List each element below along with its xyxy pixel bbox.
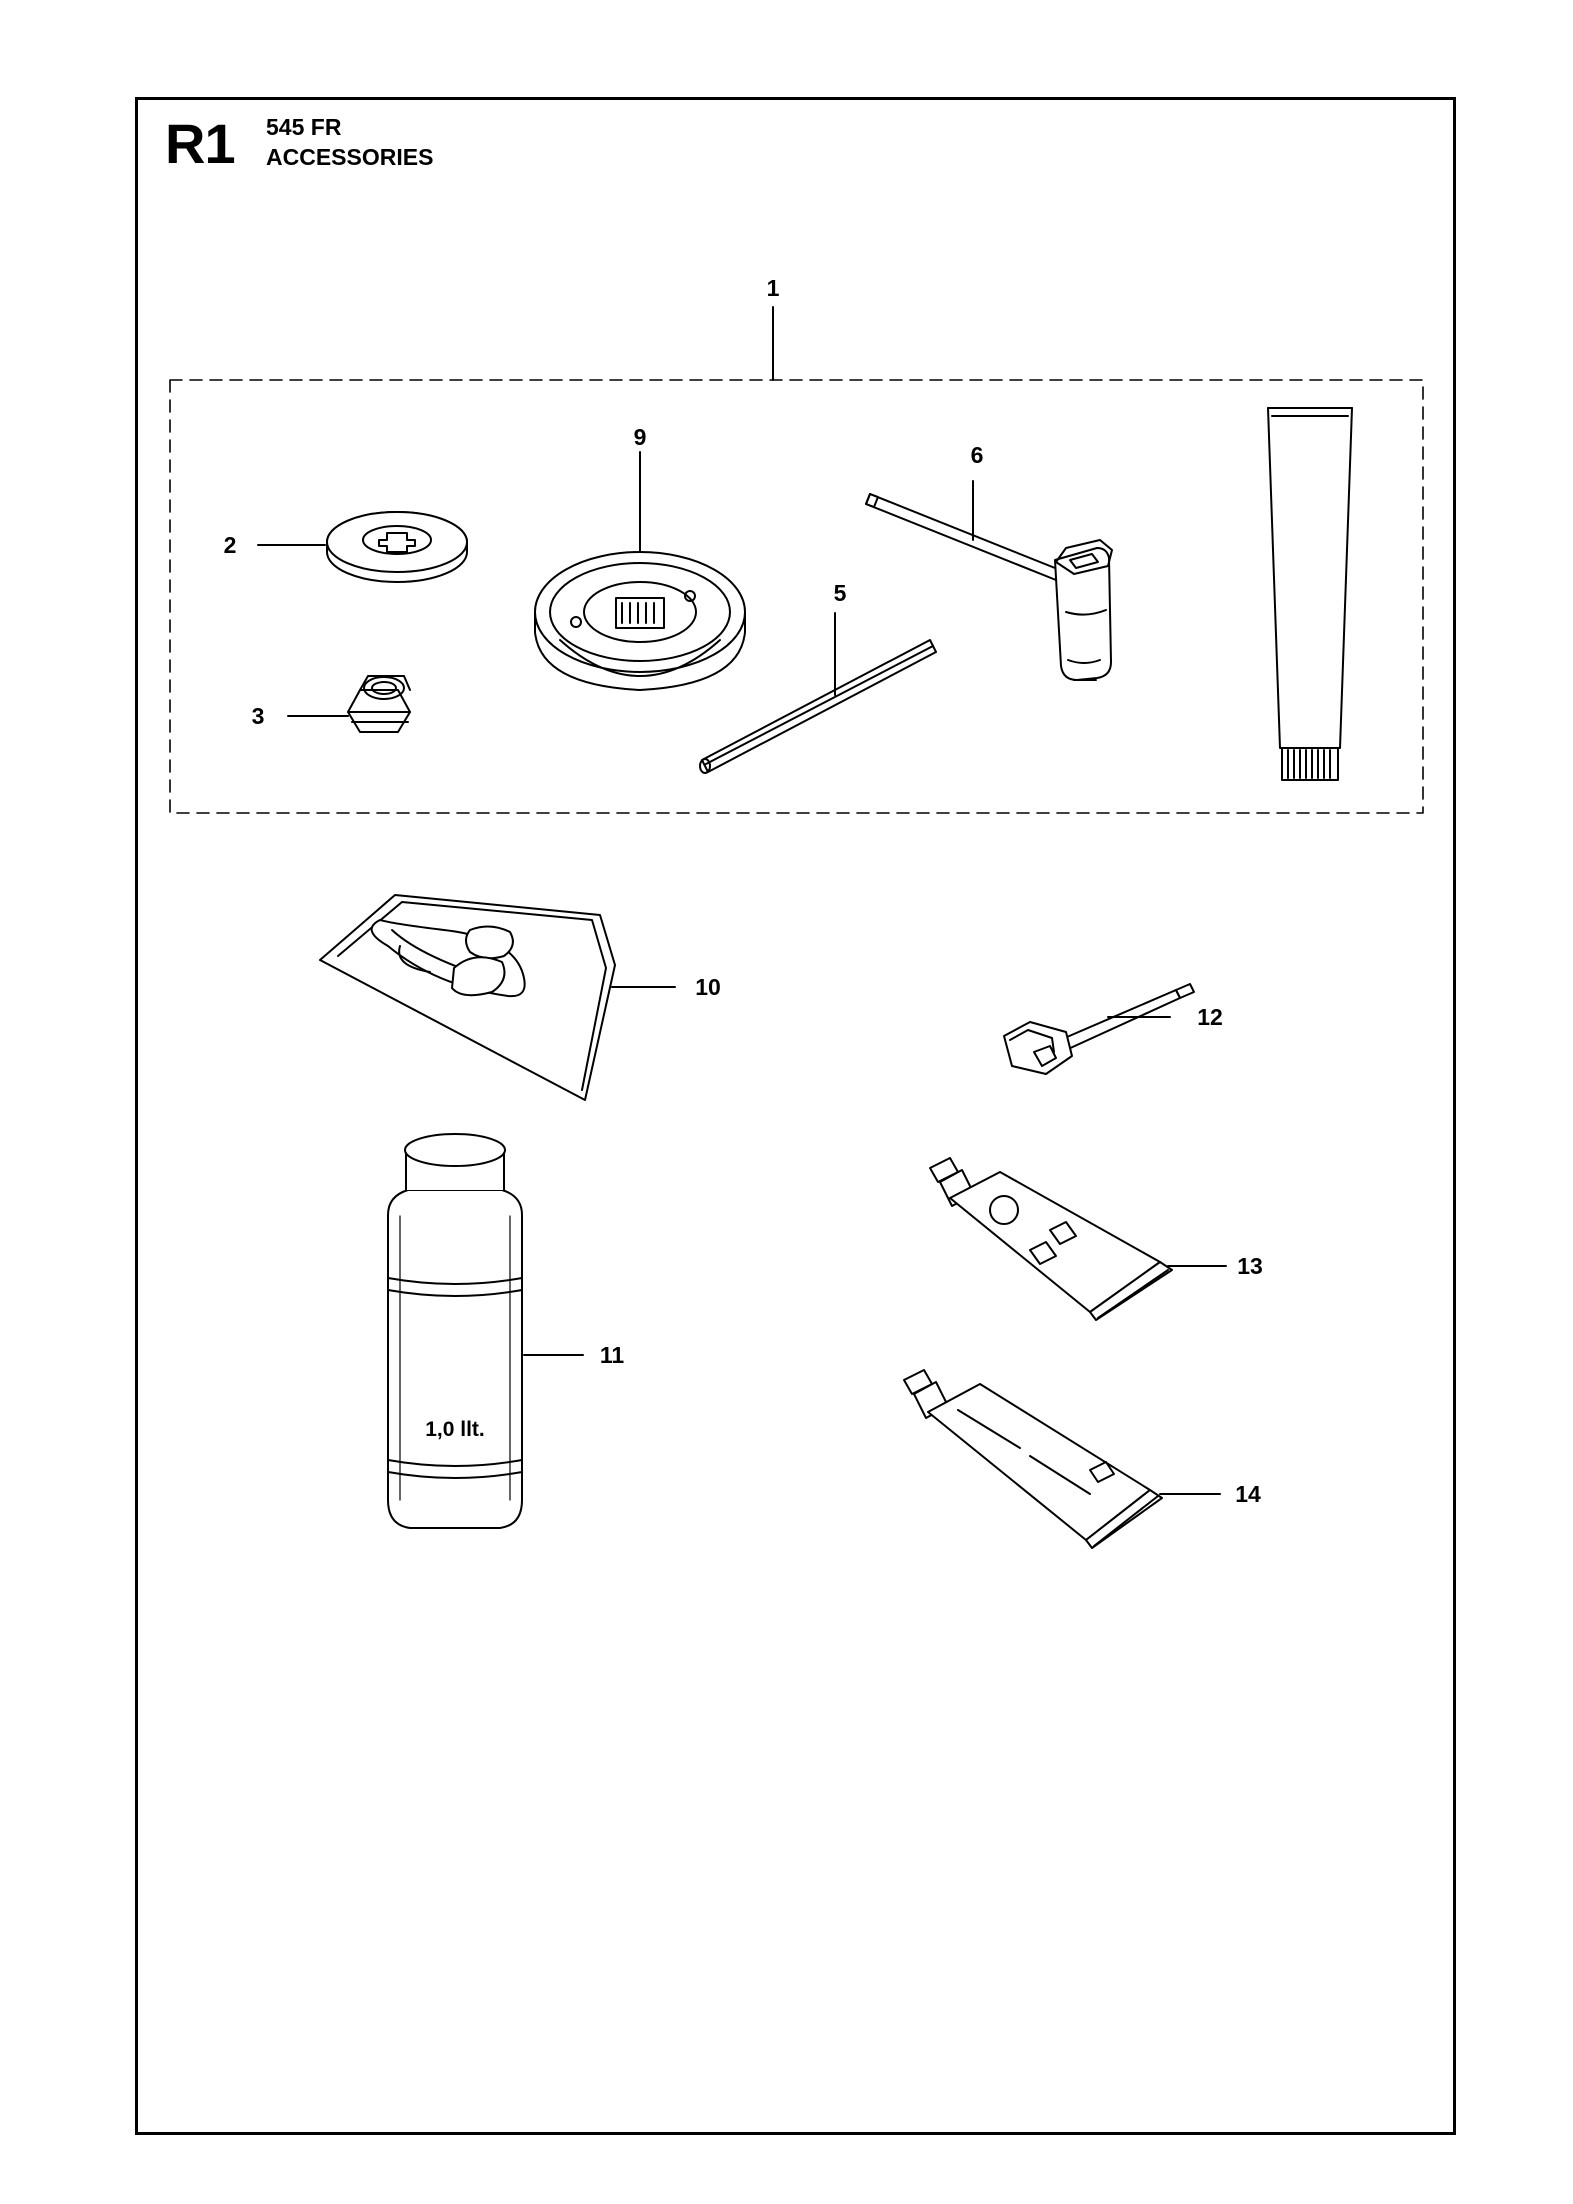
callout-5: 5 [834,580,847,606]
callout-3: 3 [252,703,265,729]
callout-1: 1 [767,275,780,301]
nut-part [347,675,411,733]
callout-9: 9 [634,424,647,450]
callout-12: 12 [1197,1004,1223,1030]
model-name: 545 FR [266,114,342,140]
washer-part [326,511,468,583]
kit-boundary [169,379,1424,814]
oil-bottle-part [387,1133,523,1529]
bottle-volume-label: 1,0 llt. [425,1418,485,1441]
callout-10: 10 [695,974,721,1000]
callout-13: 13 [1237,1253,1263,1279]
section-title: ACCESSORIES [266,144,434,170]
support-cup-part [534,551,746,691]
callout-11: 11 [600,1342,625,1368]
section-code: R1 [165,112,236,175]
grease-tube-14-part [903,1369,1163,1549]
locking-rod-part [699,639,937,774]
grease-tube-large-part [1267,407,1353,781]
callout-14: 14 [1235,1481,1261,1507]
combination-spanner-part [865,493,1113,681]
page-frame [135,97,1456,2135]
harness-bag-part [319,894,616,1101]
callout-6: 6 [971,442,984,468]
grease-tube-13-part [929,1157,1173,1321]
callout-2: 2 [224,532,237,558]
spark-plug-spanner-part [1003,983,1195,1075]
